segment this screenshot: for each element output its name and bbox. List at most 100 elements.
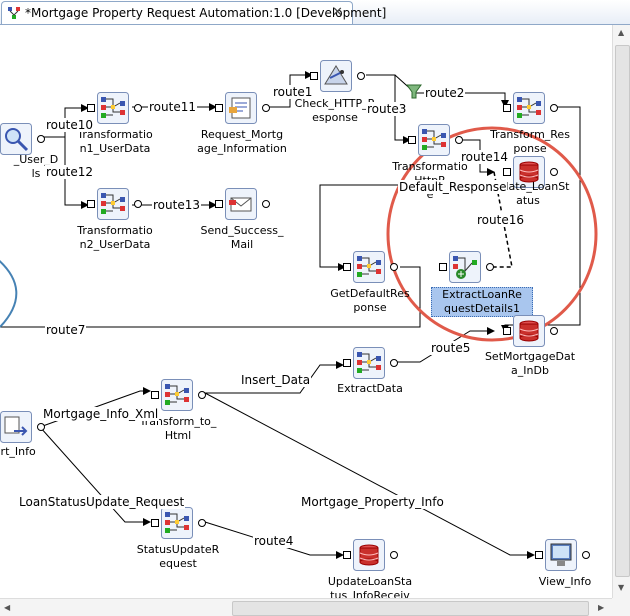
connection-mortgage-property-info[interactable] — [204, 392, 535, 559]
horizontal-scrollbar[interactable]: ◀ ▶ — [0, 598, 612, 616]
transform-icon — [161, 507, 193, 539]
input-port[interactable] — [408, 136, 416, 144]
input-port[interactable] — [503, 168, 511, 176]
route-label-route11[interactable]: route11 — [148, 100, 197, 114]
node-get-default[interactable] — [353, 251, 385, 283]
transform-icon — [353, 347, 385, 379]
editor-tab[interactable]: *Mortgage Property Request Automation:1.… — [1, 1, 386, 24]
input-port[interactable] — [535, 551, 543, 559]
output-port[interactable] — [262, 104, 270, 112]
node-update-loanstatus-info[interactable] — [353, 539, 385, 571]
output-port[interactable] — [262, 200, 270, 208]
route-label-route5[interactable]: route5 — [430, 341, 472, 355]
route-label-route12[interactable]: route12 — [45, 165, 94, 179]
node-extract-loan[interactable] — [449, 251, 481, 283]
route-label-route3[interactable]: route3 — [366, 102, 408, 116]
node-extract-data[interactable] — [353, 347, 385, 379]
input-port[interactable] — [151, 519, 159, 527]
route-label-route14[interactable]: route14 — [460, 150, 509, 164]
output-port[interactable] — [134, 104, 142, 112]
input-port[interactable] — [439, 263, 447, 271]
node-label: Request_Mortg age_Information — [197, 128, 287, 155]
transform-icon — [418, 124, 450, 156]
node-view-info[interactable] — [545, 539, 577, 571]
node-set-mortgage[interactable] — [513, 315, 545, 347]
database-icon — [353, 539, 385, 571]
transform-icon — [97, 188, 129, 220]
route-label-route2[interactable]: route2 — [424, 86, 466, 100]
output-port[interactable] — [357, 72, 365, 80]
route-label-insert-data[interactable]: Insert_Data — [240, 373, 312, 387]
input-port[interactable] — [215, 200, 223, 208]
node-search-user[interactable] — [0, 123, 32, 155]
output-port[interactable] — [37, 135, 45, 143]
output-port[interactable] — [37, 423, 45, 431]
output-port[interactable] — [582, 551, 590, 559]
route-label-route4[interactable]: route4 — [253, 534, 295, 548]
output-port[interactable] — [390, 551, 398, 559]
scroll-down-icon[interactable]: ▼ — [618, 583, 625, 592]
node-transform-html[interactable] — [161, 379, 193, 411]
output-port[interactable] — [390, 263, 398, 271]
scroll-right-icon[interactable]: ▶ — [598, 603, 605, 612]
node-transform-response[interactable] — [513, 92, 545, 124]
route-label-route13[interactable]: route13 — [152, 198, 201, 212]
output-port[interactable] — [134, 200, 142, 208]
output-port[interactable] — [198, 391, 206, 399]
transform-icon — [353, 251, 385, 283]
connection-route7[interactable] — [0, 266, 421, 328]
route-label-mortgage-info-xml[interactable]: Mortgage_Info_Xml — [42, 407, 160, 421]
input-port[interactable] — [503, 327, 511, 335]
output-port[interactable] — [550, 168, 558, 176]
vertical-scroll-thumb[interactable] — [615, 45, 630, 577]
input-port[interactable] — [343, 263, 351, 271]
output-port[interactable] — [390, 359, 398, 367]
output-port[interactable] — [198, 519, 206, 527]
node-transformation2[interactable] — [97, 188, 129, 220]
node-update-loanstatus[interactable] — [513, 156, 545, 188]
connection-default-response[interactable] — [319, 184, 410, 271]
node-label: ExtractData — [337, 382, 403, 395]
route-label-default-response[interactable]: Default_Response — [398, 180, 508, 194]
route-label-route7[interactable]: route7 — [45, 323, 87, 337]
input-port[interactable] — [310, 72, 318, 80]
horizontal-scroll-thumb[interactable] — [232, 601, 589, 616]
convert-icon — [0, 411, 32, 443]
node-request-mortgage[interactable] — [225, 92, 257, 124]
output-port[interactable] — [486, 263, 494, 271]
input-port[interactable] — [87, 200, 95, 208]
extract-icon — [449, 251, 481, 283]
transform-icon — [513, 92, 545, 124]
output-port[interactable] — [550, 104, 558, 112]
output-port[interactable] — [455, 136, 463, 144]
node-transformation-http[interactable] — [418, 124, 450, 156]
input-port[interactable] — [87, 104, 95, 112]
node-send-success[interactable] — [225, 188, 257, 220]
route-label-loanstatus-update-request[interactable]: LoanStatusUpdate_Request — [18, 495, 186, 509]
monitor-icon — [545, 539, 577, 571]
node-check-http[interactable] — [320, 60, 352, 92]
node-status-update[interactable] — [161, 507, 193, 539]
connection-loanstatus-update-request[interactable] — [39, 426, 151, 526]
scroll-left-icon[interactable]: ◀ — [4, 603, 11, 612]
close-icon[interactable]: ✕ — [332, 5, 343, 20]
process-icon — [8, 7, 20, 19]
output-port[interactable] — [550, 327, 558, 335]
route-label-route1[interactable]: route1 — [272, 85, 314, 99]
input-port[interactable] — [503, 104, 511, 112]
connection-route4[interactable] — [204, 521, 344, 559]
route-label-route10[interactable]: route10 — [45, 118, 94, 132]
node-transformation1[interactable] — [97, 92, 129, 124]
input-port[interactable] — [215, 104, 223, 112]
scroll-up-icon[interactable]: ▲ — [618, 28, 625, 37]
input-port[interactable] — [343, 359, 351, 367]
route-label-route16[interactable]: route16 — [476, 213, 525, 227]
node-convert-info[interactable] — [0, 411, 32, 443]
input-port[interactable] — [343, 551, 351, 559]
input-port[interactable] — [151, 391, 159, 399]
vertical-scrollbar[interactable]: ▲ ▼ — [612, 25, 630, 598]
route-label-mortgage-property-info[interactable]: Mortgage_Property_Info — [300, 495, 445, 509]
node-label: View_Info — [538, 575, 592, 588]
